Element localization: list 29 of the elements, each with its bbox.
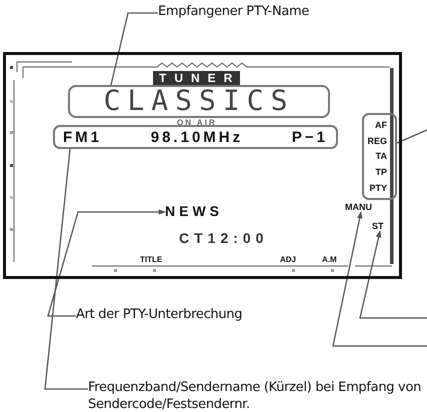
indicator-label: PTY <box>369 183 387 194</box>
soft-key-label: A.M <box>322 255 337 264</box>
display-readout: P−1 <box>292 128 328 146</box>
indicator-label: ST <box>372 221 384 231</box>
pty-name-field: CLASSICS <box>68 85 330 118</box>
title-badge: TUNER <box>153 71 240 85</box>
arrow <box>359 230 427 319</box>
indicator-label: REG <box>367 136 387 146</box>
pty-type-text: NEWS <box>165 203 223 219</box>
soft-key-label: ADJ <box>280 255 296 264</box>
callout-text: Frequenzband/Sendername (Kürzel) bei Empfang von Sendercode/Festsendernr. <box>88 379 427 412</box>
callout-text: Empfangener PTY-Name <box>158 4 310 19</box>
status-text: ON AIR <box>177 118 217 127</box>
indicator-label: AF <box>375 120 387 130</box>
clock-text: CT12:00 <box>179 230 268 246</box>
soft-key-label: TITLE <box>140 255 162 264</box>
arrow <box>47 209 166 317</box>
callout-text: Art der PTY-Unterbrechung <box>76 307 242 322</box>
leader-line <box>44 148 88 390</box>
indicator-label: TP <box>375 167 387 178</box>
display-readout: 98.10MHz <box>150 128 244 146</box>
frequency-field <box>53 125 338 149</box>
display-readout: FM1 <box>63 128 102 146</box>
indicator-box <box>362 113 397 200</box>
indicator-label: MANU <box>345 202 372 212</box>
leader-line <box>396 129 427 144</box>
leader-line <box>110 12 158 86</box>
arrow <box>332 211 427 347</box>
indicator-label: TA <box>376 151 387 162</box>
